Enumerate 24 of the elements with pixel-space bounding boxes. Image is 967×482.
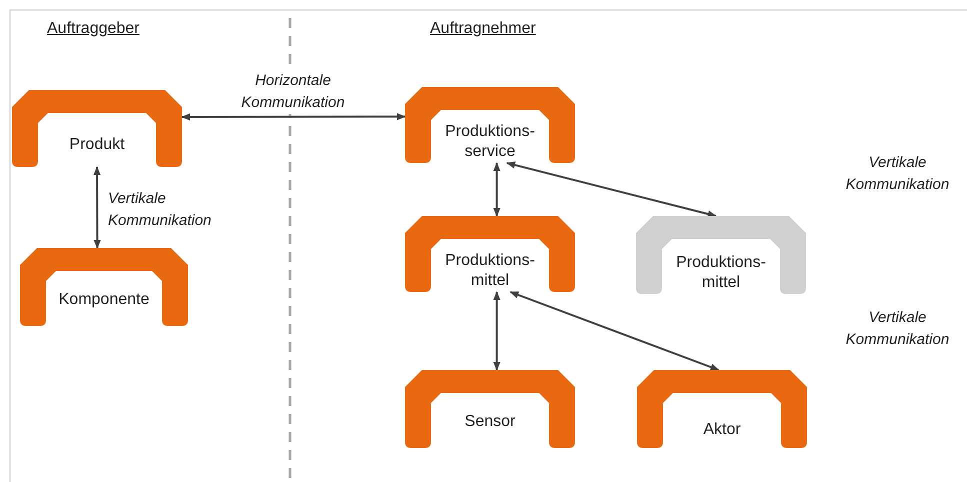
section-heading: Auftraggeber [47,20,140,38]
bracket-shape [637,370,807,448]
bracket-shape [20,248,188,326]
double-arrow [493,291,500,371]
double-arrow [181,113,406,121]
bracket-shape [12,90,182,167]
double-arrow [493,162,500,217]
node-label: Produkt [68,135,126,155]
bracket-shape [636,216,806,294]
node-label: Produktions- mittel [444,251,536,291]
bracket-shape [405,216,575,292]
bracket-shape [405,87,575,163]
section-heading: Auftragnehmer [430,20,536,38]
bracket-shape [405,370,575,448]
double-arrow [506,162,717,218]
double-arrow [510,291,720,371]
node-label: Sensor [464,412,516,432]
node-label: Komponente [58,290,150,310]
node-label: Produktions- mittel [675,253,767,293]
node-label: Produktions- service [444,122,536,162]
annotation-text: Vertikale Kommunikation [844,153,950,195]
double-arrow [93,166,101,249]
node-label: Aktor [702,420,742,440]
annotation-text: Vertikale Kommunikation [844,308,950,350]
